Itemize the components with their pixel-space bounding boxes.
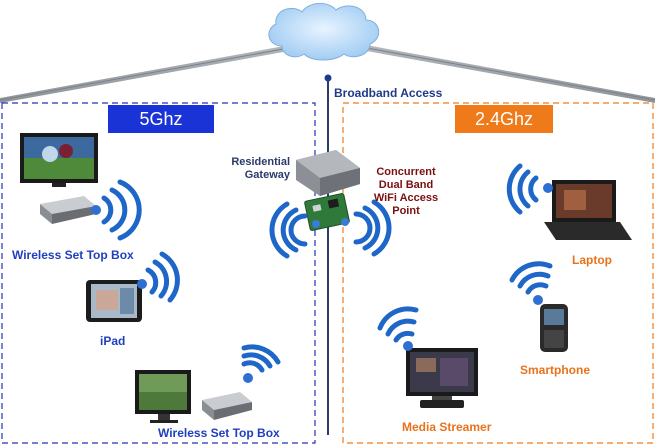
- laptop-icon: [544, 180, 632, 240]
- gateway-label-line2: Gateway: [244, 169, 290, 181]
- smartphone-label: Smartphone: [520, 363, 591, 377]
- wifi-access-point-icon: [304, 193, 350, 231]
- access-point-label: Concurrent Dual Band WiFi Access Point: [364, 166, 448, 218]
- residential-gateway-label: Residential Gateway: [218, 156, 290, 182]
- ipad-label: iPad: [100, 334, 126, 348]
- residential-gateway-icon: [296, 150, 360, 196]
- smartphone-signal-icon: [509, 261, 553, 305]
- ipad-signal-icon: [137, 251, 180, 303]
- 5ghz-zone: [1, 102, 316, 444]
- band-2-4ghz-label: 2.4Ghz: [455, 105, 553, 133]
- broadband-line: [324, 74, 332, 435]
- ipad-icon: [86, 280, 142, 322]
- ap-signal-right-icon: [353, 199, 392, 257]
- set-top-box-bottom-icon: [202, 392, 252, 420]
- ap-label-line1: Concurrent: [376, 166, 436, 178]
- broadband-access-label: Broadband Access: [334, 86, 443, 100]
- gateway-label-line1: Residential: [231, 156, 290, 168]
- ap-signal-left-icon: [269, 201, 308, 259]
- stb-bottom-signal-icon: [241, 344, 281, 383]
- tv-top-icon: [20, 133, 98, 187]
- stb-top-label: Wireless Set Top Box: [12, 248, 134, 262]
- media-streamer-signal-icon: [377, 306, 419, 351]
- internet-cloud-icon: [268, 3, 380, 61]
- set-top-box-top-icon: [40, 196, 96, 224]
- ap-label-line3: WiFi Access: [373, 192, 439, 204]
- house-roof: [0, 38, 655, 103]
- smartphone-icon: [540, 304, 568, 352]
- laptop-signal-icon: [506, 163, 553, 215]
- band-5ghz-label: 5Ghz: [108, 105, 214, 133]
- media-streamer-label: Media Streamer: [402, 420, 492, 434]
- 2-4ghz-zone: [342, 102, 654, 444]
- stb-bottom-label: Wireless Set Top Box: [158, 426, 280, 440]
- stb-top-signal-icon: [91, 179, 142, 241]
- ap-label-line4: Point: [392, 205, 420, 217]
- laptop-label: Laptop: [572, 253, 612, 267]
- media-streamer-icon: [406, 348, 478, 408]
- tv-bottom-icon: [135, 370, 191, 423]
- ap-label-line2: Dual Band: [378, 179, 434, 191]
